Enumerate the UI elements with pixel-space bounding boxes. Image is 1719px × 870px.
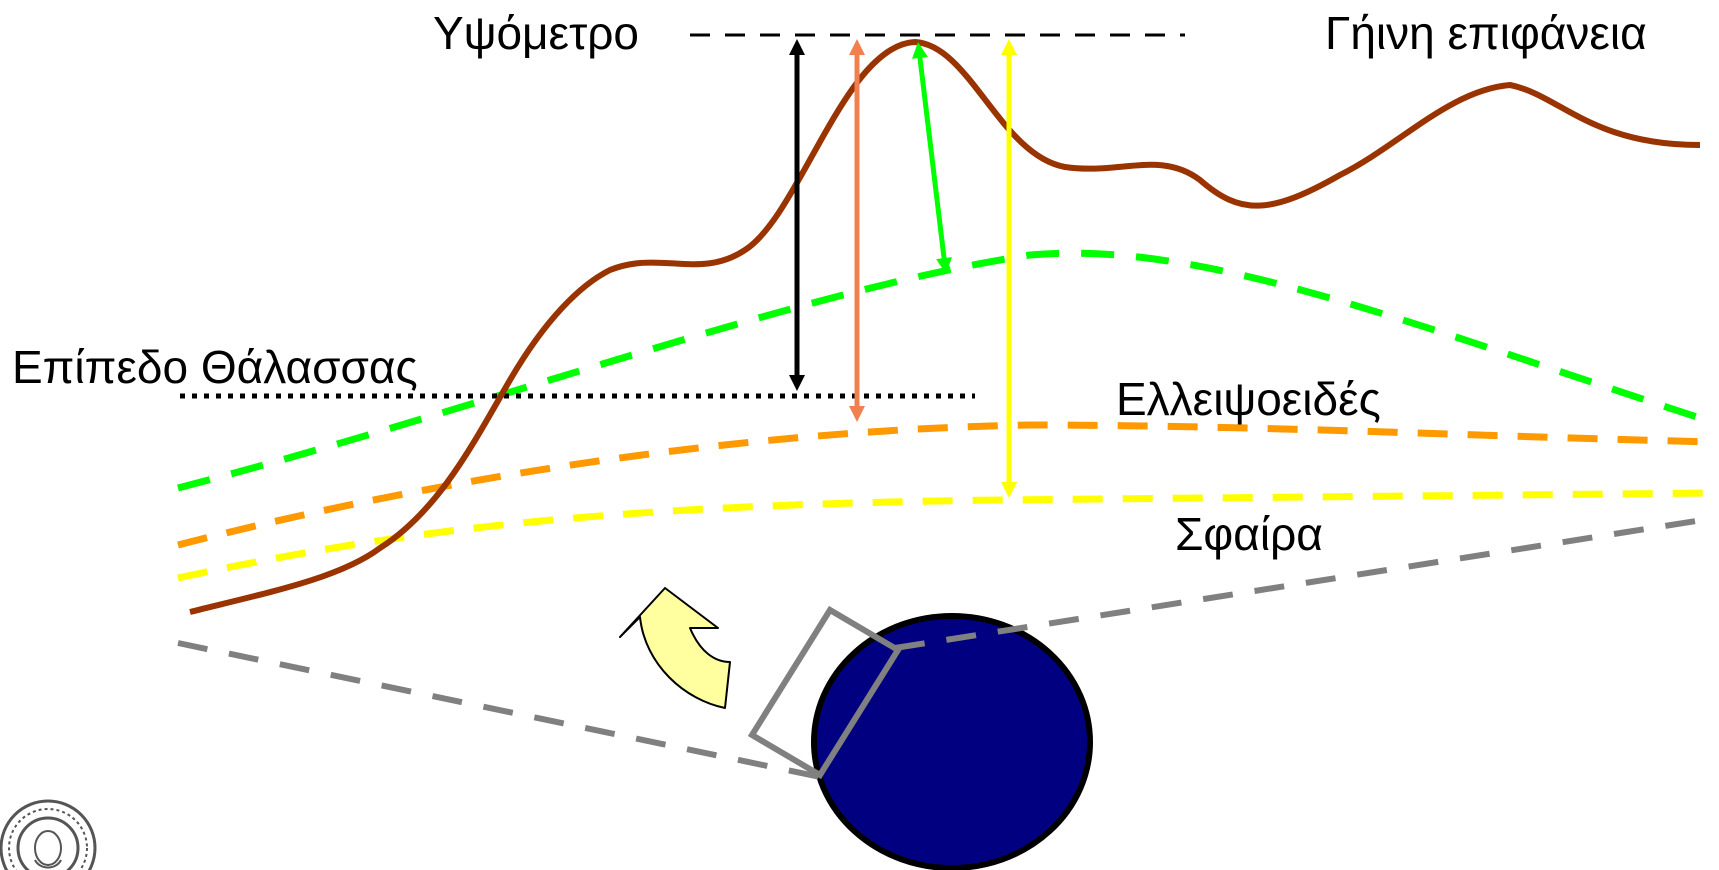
sphere-curve xyxy=(177,489,1716,582)
ellipsoid-label: Ελλειψοειδές xyxy=(1116,373,1381,425)
earth-surface-label: Γήινη επιφάνεια xyxy=(1325,7,1647,59)
projection-line-upper xyxy=(894,515,1716,651)
curved-arrow-icon xyxy=(619,587,731,709)
geoid-normal-arrow xyxy=(912,42,952,274)
university-seal-icon xyxy=(0,799,97,870)
earth-globe xyxy=(811,613,1093,870)
geoid-curve xyxy=(177,249,1702,492)
sea-level-label: Επίπεδο Θάλασσας xyxy=(12,341,418,393)
altitude-label: Υψόμετρο xyxy=(433,7,639,59)
projection-line-lower xyxy=(177,640,826,781)
ellipsoid-curve xyxy=(177,421,1716,549)
terrain-curve xyxy=(189,38,1701,615)
surface-patch-frame xyxy=(747,605,903,780)
sphere-label: Σφαίρα xyxy=(1175,508,1323,560)
